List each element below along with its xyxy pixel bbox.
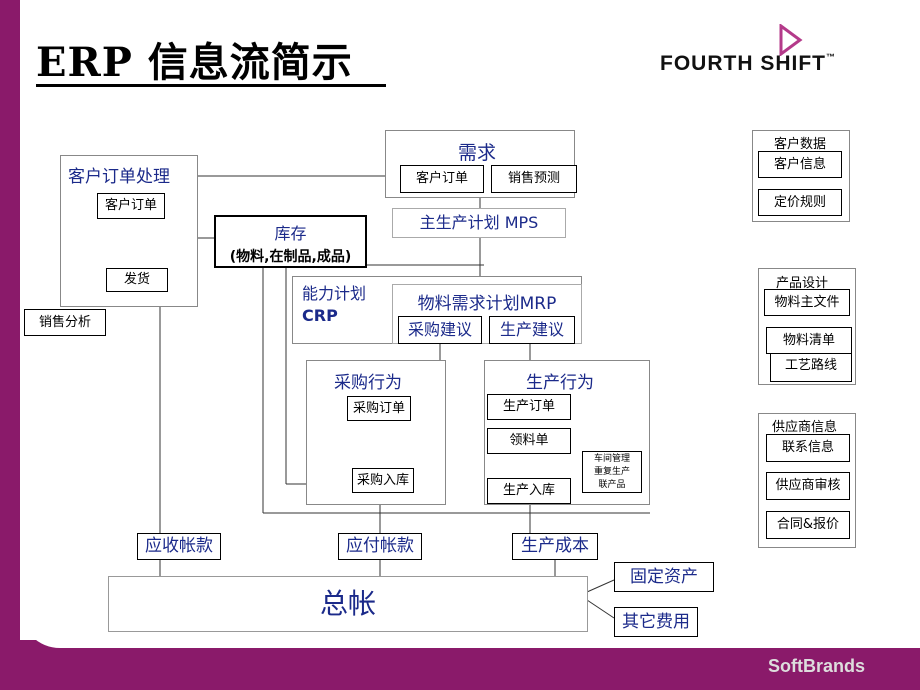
- item-master-box: 物料主文件: [764, 289, 850, 316]
- inventory-detail: (物料,在制品,成品): [229, 249, 352, 265]
- purchase-order-box: 采购订单: [347, 396, 411, 421]
- logo-trademark: ™: [825, 52, 836, 62]
- material-requisition-box: 领料单: [487, 428, 571, 454]
- production-title: 生产行为: [526, 373, 594, 393]
- purchasing-title: 采购行为: [334, 373, 402, 393]
- slide-frame-bottom: [0, 640, 920, 690]
- crp-title: 能力计划 CRP: [302, 283, 366, 327]
- accounts-payable-box: 应付帐款: [338, 533, 422, 560]
- logo-text: FOURTH SHIFT: [660, 52, 826, 75]
- bom-box: 物料清单: [766, 327, 852, 354]
- shipping-box: 发货: [106, 268, 168, 292]
- shop-floor-box: 车间管理 重复生产 联产品: [582, 451, 642, 493]
- shop-floor-line3: 联产品: [598, 480, 626, 490]
- inventory-title: 库存: [274, 224, 307, 243]
- purchase-receipt-box: 采购入库: [352, 468, 414, 493]
- contact-info-box: 联系信息: [766, 434, 850, 462]
- accounts-receivable-box: 应收帐款: [137, 533, 221, 560]
- sales-forecast-box: 销售预测: [491, 165, 577, 193]
- inventory-box: 库存 (物料,在制品,成品): [214, 215, 367, 268]
- customer-info-box: 客户信息: [758, 151, 842, 178]
- pricing-rules-box: 定价规则: [758, 189, 842, 216]
- slide-frame-left: [0, 0, 20, 690]
- production-cost-box: 生产成本: [512, 533, 598, 560]
- other-expenses-box: 其它费用: [614, 607, 698, 637]
- customer-order-processing-title: 客户订单处理: [68, 167, 170, 187]
- production-order-box: 生产订单: [487, 394, 571, 420]
- production-suggestion-box: 生产建议: [489, 316, 575, 344]
- footer-brand: SoftBrands: [768, 656, 866, 676]
- mrp-title: 物料需求计划MRP: [417, 294, 557, 314]
- shop-floor-line1: 车间管理: [593, 454, 630, 464]
- customer-data-title: 客户数据: [774, 137, 827, 152]
- crp-line2: CRP: [302, 306, 338, 325]
- title-underline: [36, 84, 386, 87]
- contract-quote-box: 合同&报价: [766, 511, 850, 539]
- slide-title: ERP 信息流简示: [36, 39, 353, 86]
- general-ledger-box: 总帐: [108, 576, 588, 632]
- purchase-suggestion-box: 采购建议: [398, 316, 482, 344]
- supplier-info-title: 供应商信息: [772, 420, 838, 435]
- sales-analysis-box: 销售分析: [24, 309, 106, 336]
- logo-arrow-icon: [779, 24, 803, 56]
- crp-line1: 能力计划: [302, 284, 367, 303]
- demand-customer-order-box: 客户订单: [400, 165, 484, 193]
- company-logo: FOURTH SHIFT™: [660, 52, 836, 76]
- product-design-title: 产品设计: [776, 276, 829, 291]
- shop-floor-line2: 重复生产: [593, 467, 630, 477]
- demand-title: 需求: [458, 142, 497, 164]
- customer-order-box: 客户订单: [97, 193, 165, 219]
- fixed-assets-box: 固定资产: [614, 562, 714, 592]
- production-receipt-box: 生产入库: [487, 478, 571, 504]
- supplier-audit-box: 供应商审核: [766, 472, 850, 500]
- mps-box: 主生产计划 MPS: [392, 208, 566, 238]
